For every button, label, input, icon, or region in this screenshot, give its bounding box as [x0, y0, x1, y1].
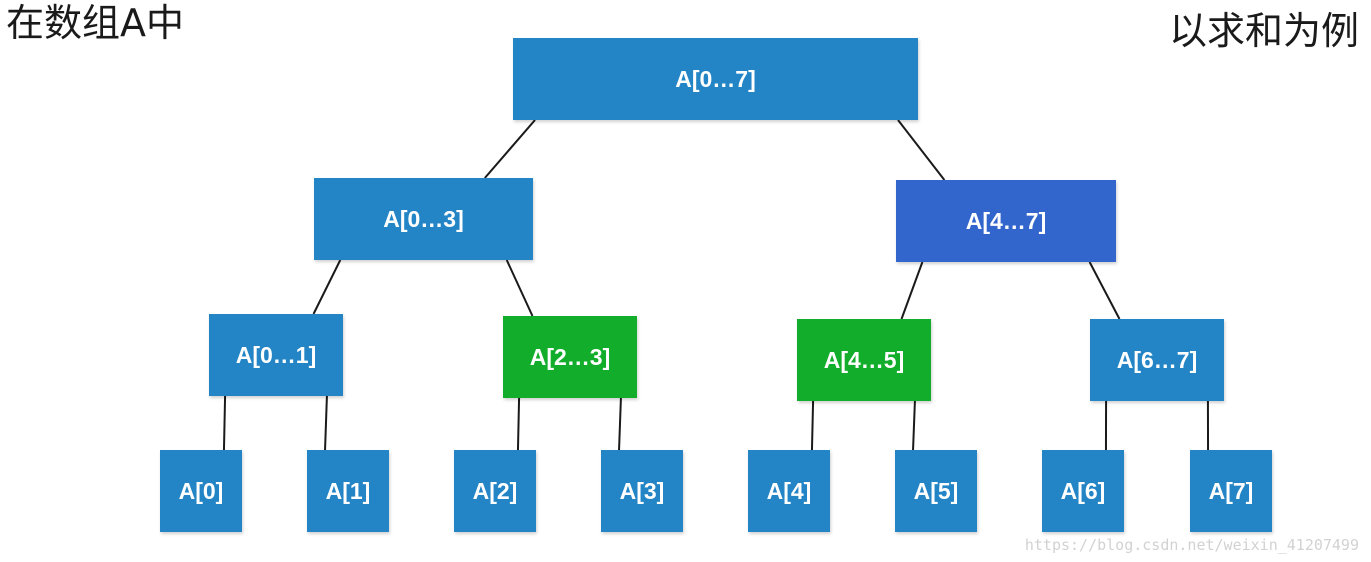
edge-n0_3-n2_3 [505, 259, 534, 317]
node-a-0: A[0] [160, 450, 242, 532]
edge-n0_7-n0_3 [484, 119, 536, 179]
node-a-7: A[7] [1190, 450, 1272, 532]
edge-n0_7-n4_7 [897, 119, 946, 181]
node-a-0-3: A[0…3] [314, 178, 533, 260]
watermark: https://blog.csdn.net/weixin_41207499 [1024, 536, 1359, 554]
node-a-2-3: A[2…3] [503, 316, 637, 398]
left-caption: 在数组A中 [6, 1, 184, 45]
node-a-5: A[5] [895, 450, 977, 532]
edge-n4_5-n5 [912, 400, 916, 451]
edge-n4_7-n4_5 [900, 261, 924, 320]
node-a-3: A[3] [601, 450, 683, 532]
node-a-0-7: A[0…7] [513, 38, 918, 120]
node-a-6: A[6] [1042, 450, 1124, 532]
edge-n2_3-n2 [516, 397, 521, 451]
edge-n4_5-n4 [810, 400, 815, 451]
node-a-1: A[1] [307, 450, 389, 532]
node-a-0-1: A[0…1] [209, 314, 343, 396]
right-caption: 以求和为例 [1168, 9, 1359, 53]
edge-n2_3-n3 [618, 397, 622, 451]
edge-n0_3-n0_1 [312, 259, 342, 315]
node-a-6-7: A[6…7] [1090, 319, 1224, 401]
node-a-4: A[4] [748, 450, 830, 532]
node-a-4-5: A[4…5] [797, 319, 931, 401]
edge-n0_1-n0 [222, 395, 227, 451]
node-a-2: A[2] [454, 450, 536, 532]
edge-n4_7-n6_7 [1088, 261, 1121, 320]
edge-n0_1-n1 [324, 395, 328, 451]
node-a-4-7: A[4…7] [896, 180, 1116, 262]
